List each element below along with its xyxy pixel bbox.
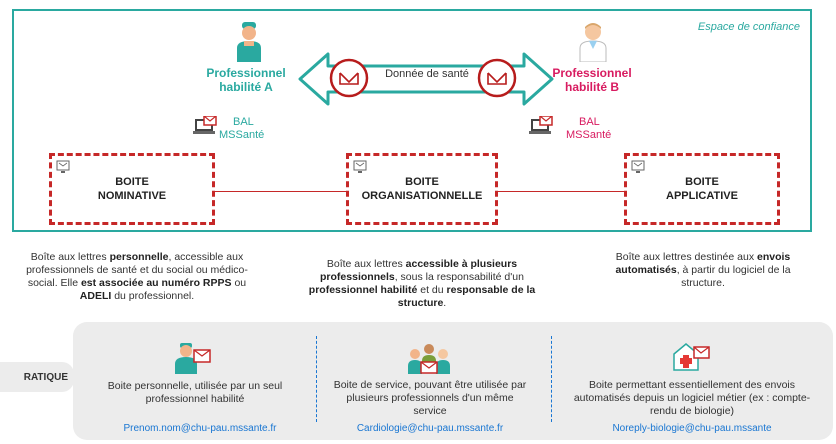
example-1-email[interactable]: Prenom.nom@chu-pau.mssante.fr (123, 423, 277, 434)
example-2-email[interactable]: Cardiologie@chu-pau.mssante.fr (356, 423, 504, 434)
side-tab: RATIQUE (0, 362, 74, 392)
example-3-text: Boite permettant essentiellement des env… (573, 379, 811, 417)
doctor-a-icon (237, 22, 261, 62)
team-mail-icon (408, 344, 450, 374)
trust-zone: Espace de confiance (12, 9, 812, 232)
description-organisationnelle: Boîte aux lettres accessible à plusieurs… (308, 258, 536, 309)
mailbox-laptop-left-icon (193, 116, 217, 134)
trust-zone-label: Espace de confiance (697, 21, 800, 33)
connector-right (498, 191, 624, 192)
hospital-mail-icon (673, 343, 710, 371)
doctor-b-icon (579, 23, 607, 62)
envelope-seal-left-icon (329, 58, 369, 98)
mailbox-laptop-right-icon (529, 116, 553, 134)
separator-2 (551, 336, 552, 422)
example-2-text: Boite de service, pouvant être utilisée … (333, 379, 527, 417)
mail-monitor-icon (631, 160, 645, 173)
actor-a-label: Professionnel habilité A (206, 66, 286, 94)
bal-left-label: BAL MSSanté (219, 116, 265, 141)
exchange-label: Donnée de santé (385, 68, 469, 80)
description-nominative: Boîte aux lettres personnelle, accessibl… (26, 251, 248, 302)
actor-b-label: Professionnel habilité B (552, 66, 632, 94)
description-applicative: Boîte aux lettres destinée aux envois au… (615, 251, 791, 289)
example-3-email[interactable]: Noreply-biologie@chu-pau.mssante (612, 423, 772, 434)
example-1-text: Boite personnelle, utilisée par un seul … (107, 380, 283, 405)
separator-1 (316, 336, 317, 422)
connector-left (215, 191, 346, 192)
doctor-mail-icon (175, 343, 211, 374)
envelope-seal-right-icon (477, 58, 517, 98)
mail-monitor-icon (353, 160, 367, 173)
bal-right-label: BAL MSSanté (566, 116, 612, 141)
examples-panel (73, 322, 833, 440)
mail-monitor-icon (56, 160, 70, 173)
